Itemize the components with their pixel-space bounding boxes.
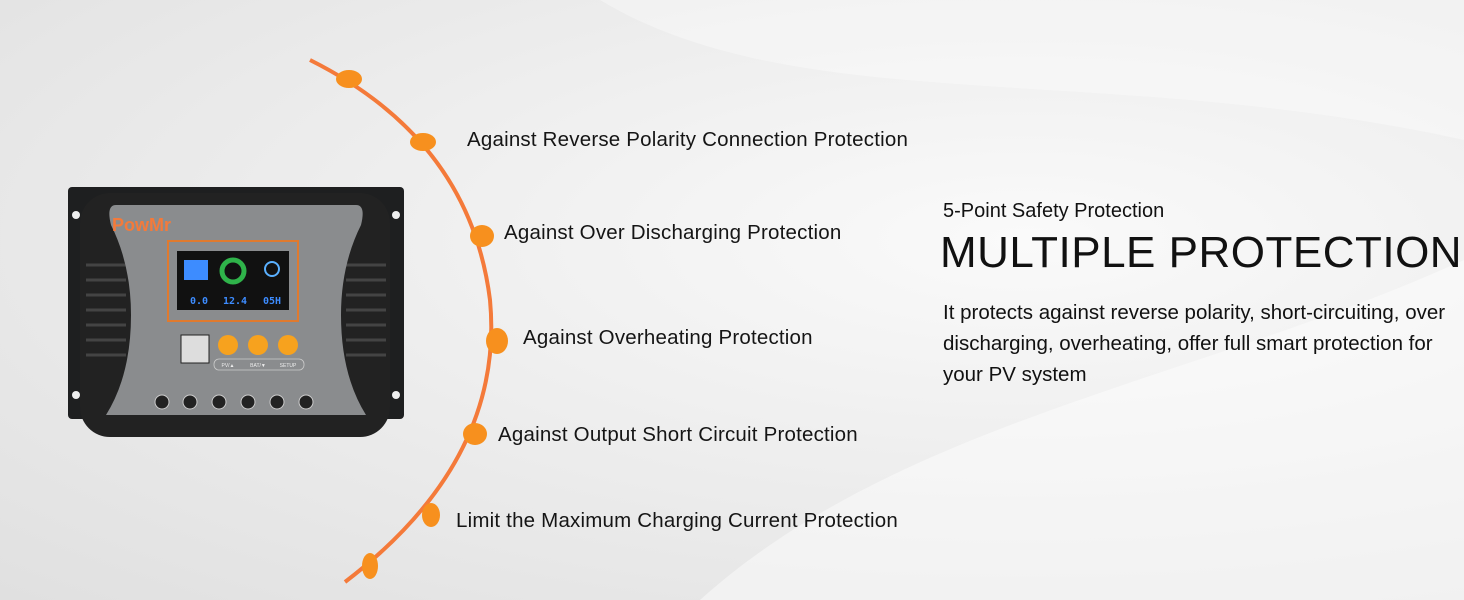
load-readout: 05H	[263, 296, 281, 307]
usb-ports	[180, 334, 210, 364]
arc-dot	[336, 70, 362, 88]
description: It protects against reverse polarity, sh…	[943, 301, 1446, 386]
headline: MULTIPLE PROTECTIONS	[940, 228, 1464, 277]
arc-dot	[410, 133, 436, 151]
feature-over-discharging: Against Over Discharging Protection	[504, 221, 842, 244]
charge-controller-image: PowMr 0.0 12.4 05H PV/▲ BAT/▼ SETUP	[68, 187, 404, 437]
feature-overheating: Against Overheating Protection	[523, 326, 813, 349]
arc-dot	[362, 553, 378, 579]
subtitle: 5-Point Safety Protection	[943, 200, 1165, 222]
battery-icon	[219, 257, 247, 285]
bat-button-label: BAT/▼	[250, 363, 266, 369]
solar-panel-icon	[184, 260, 208, 280]
feature-reverse-polarity: Against Reverse Polarity Connection Prot…	[467, 128, 909, 151]
arc-dot	[422, 503, 440, 527]
feature-max-charging-current: Limit the Maximum Charging Current Prote…	[456, 509, 898, 532]
setup-button	[278, 335, 298, 355]
battery-readout: 12.4	[223, 296, 247, 307]
feature-short-circuit: Against Output Short Circuit Protection	[498, 423, 858, 446]
arc-dot	[470, 225, 494, 247]
lightbulb-icon	[264, 261, 280, 277]
pv-button	[218, 335, 238, 355]
brand-logo: PowMr	[112, 215, 171, 235]
arc-dot	[463, 423, 487, 445]
pv-button-label: PV/▲	[221, 363, 234, 369]
pv-readout: 0.0	[190, 296, 208, 307]
arc-dot	[486, 328, 508, 354]
terminal-screws	[154, 394, 314, 410]
bat-button	[248, 335, 268, 355]
setup-button-label: SETUP	[280, 363, 297, 369]
